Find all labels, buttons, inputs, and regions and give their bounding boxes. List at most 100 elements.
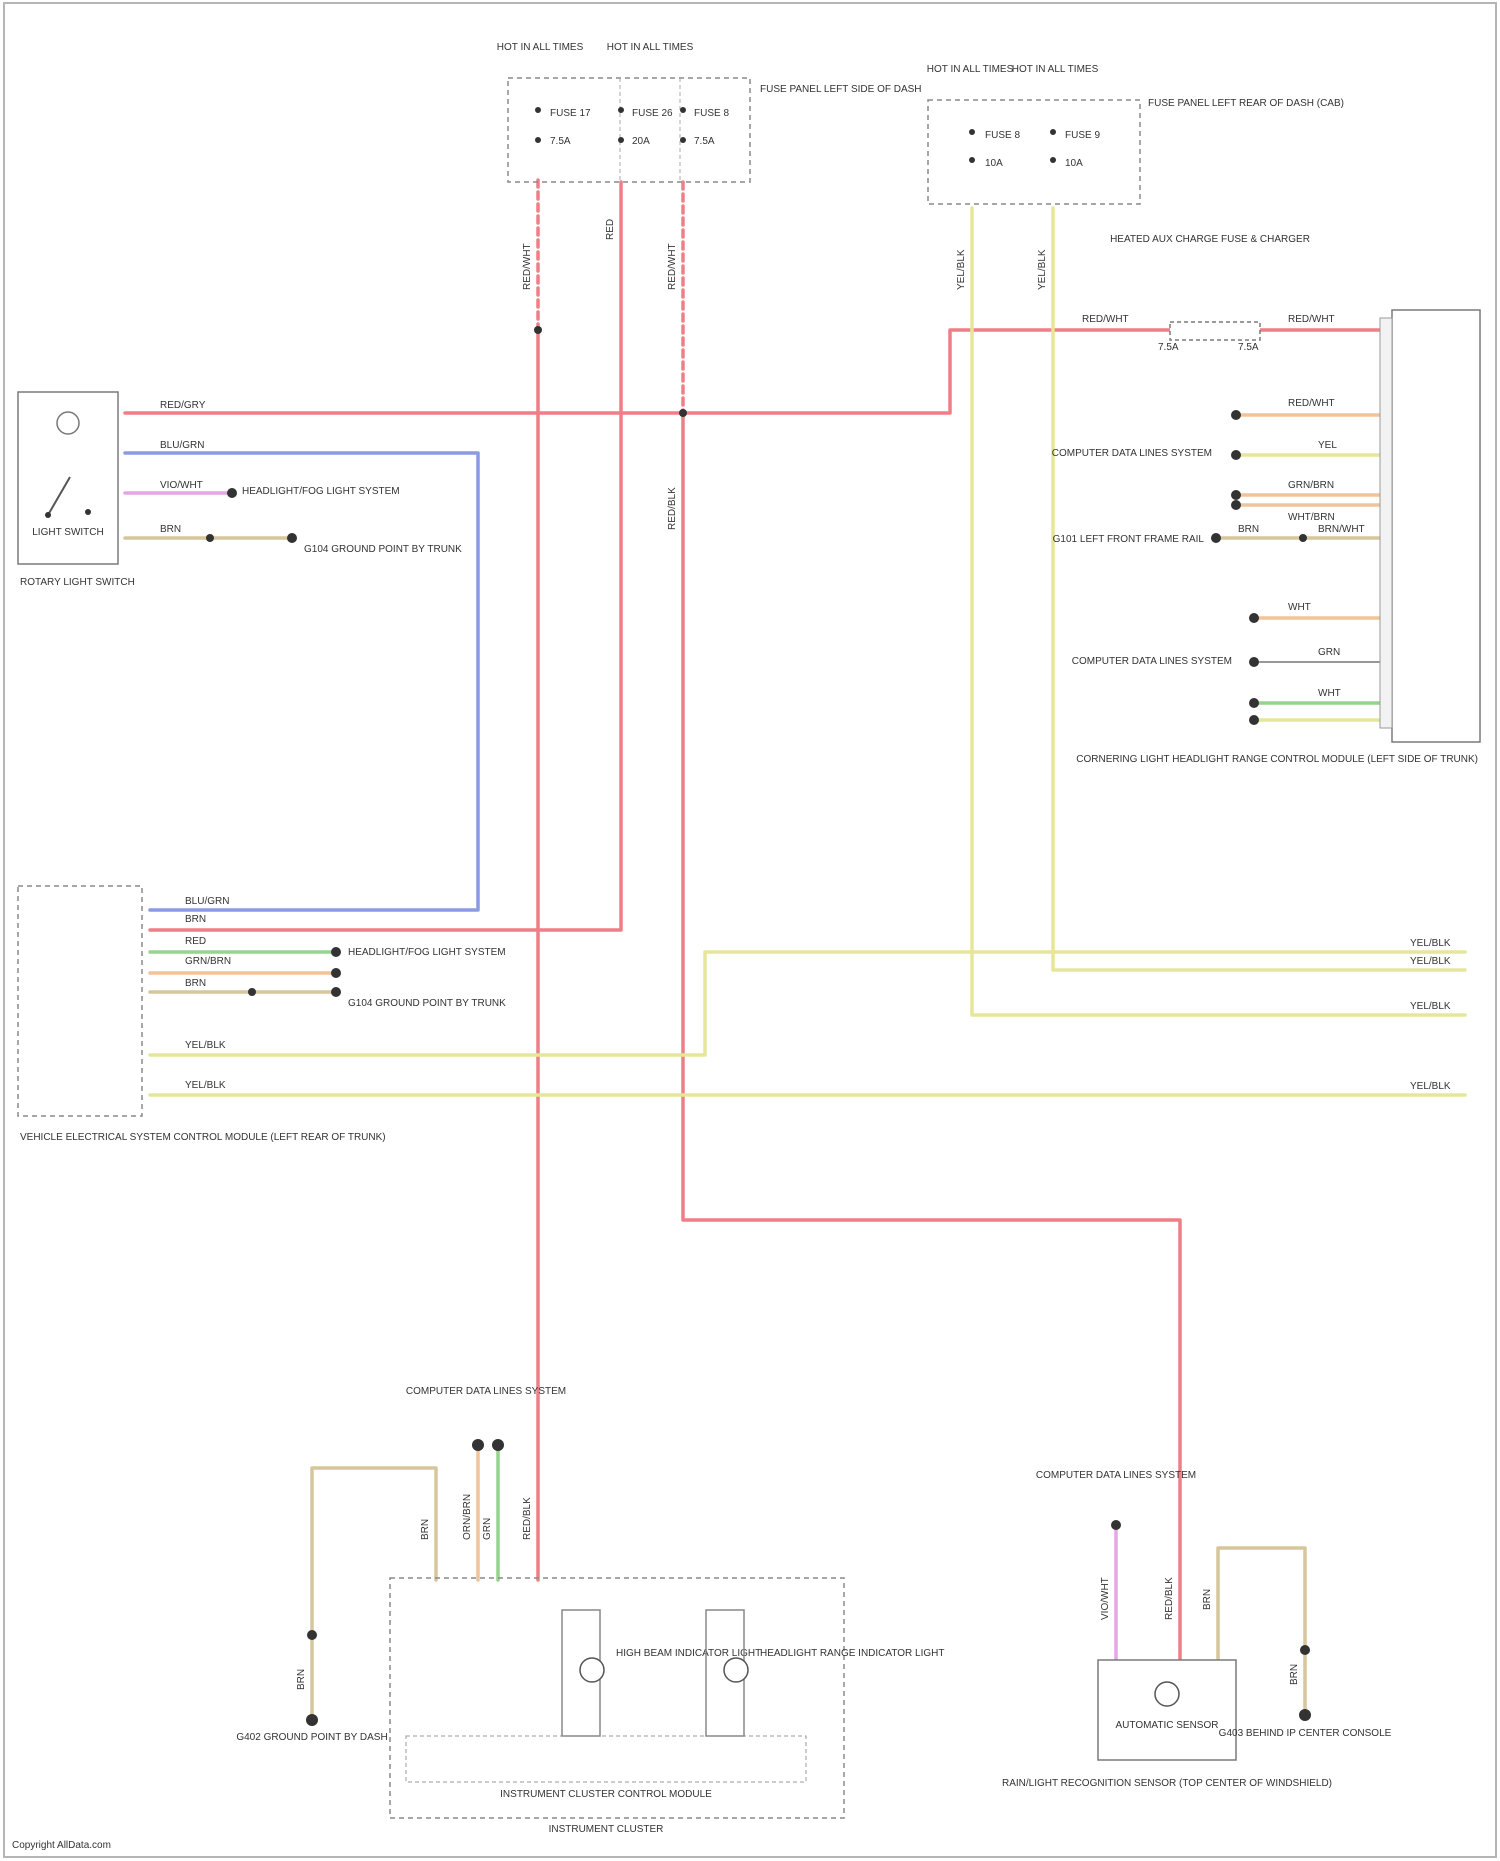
fuse-name: FUSE 9 xyxy=(1065,130,1100,141)
wire-label: RED/WHT xyxy=(1082,314,1129,325)
fuse-rating: 20A xyxy=(632,136,650,147)
fuse-name: FUSE 8 xyxy=(694,108,729,119)
wire-label: YEL/BLK xyxy=(1410,1001,1451,1012)
component-label: INSTRUMENT CLUSTER xyxy=(549,1824,664,1835)
fuse-rating: 7.5A xyxy=(1238,342,1259,353)
fuse-rating: 7.5A xyxy=(550,136,571,147)
lamp-label: HIGH BEAM INDICATOR LIGHT xyxy=(616,1648,761,1659)
vehicle-electrical-module: VEHICLE ELECTRICAL SYSTEM CONTROL MODULE… xyxy=(18,886,506,1143)
fuse-name: FUSE 17 xyxy=(550,108,591,119)
wire-label: BRN xyxy=(1202,1589,1213,1610)
wire-label: YEL/BLK xyxy=(1037,249,1048,290)
wire-label: YEL/BLK xyxy=(1410,1081,1451,1092)
connector-dot xyxy=(1249,613,1259,623)
connector-dot xyxy=(227,488,237,498)
wire-label: VIO/WHT xyxy=(160,480,203,491)
wire-label: BRN xyxy=(1289,1664,1300,1685)
rotary-light-switch: LIGHT SWITCH ROTARY LIGHT SWITCH RED/GRY… xyxy=(18,392,462,588)
connector-dot xyxy=(1231,410,1241,420)
wire-label: WHT xyxy=(1318,688,1341,699)
connector-dot xyxy=(1231,500,1241,510)
reference-label: G104 GROUND POINT BY TRUNK xyxy=(304,544,462,555)
wire-label: GRN/BRN xyxy=(185,956,231,967)
inline-fuse-label: HEATED AUX CHARGE FUSE & CHARGER xyxy=(1110,234,1310,245)
wire-label: BRN xyxy=(420,1519,431,1540)
connector-pins xyxy=(1380,318,1392,728)
fuse-rating: 10A xyxy=(985,158,1003,169)
connector-dot xyxy=(307,1630,317,1640)
ground-dot xyxy=(306,1714,318,1726)
ground-label: G403 BEHIND IP CENTER CONSOLE xyxy=(1219,1728,1392,1739)
wire-label: VIO/WHT xyxy=(1100,1577,1111,1620)
junction xyxy=(1299,534,1307,542)
wire-label: BRN xyxy=(185,914,206,925)
reference-label: HEADLIGHT/FOG LIGHT SYSTEM xyxy=(348,947,506,958)
cluster-module-label: INSTRUMENT CLUSTER CONTROL MODULE xyxy=(500,1789,712,1800)
connector-dot xyxy=(1231,490,1241,500)
junction xyxy=(206,534,214,542)
wire-label: YEL/BLK xyxy=(185,1080,226,1091)
reference-label: COMPUTER DATA LINES SYSTEM xyxy=(1036,1470,1196,1481)
wire-label: GRN xyxy=(1318,647,1340,658)
connector-dot xyxy=(1300,1645,1310,1655)
wire-label: YEL/BLK xyxy=(1410,956,1451,967)
wire-label: WHT xyxy=(1288,602,1311,613)
connector-dot xyxy=(1249,657,1259,667)
wire-label: RED xyxy=(185,936,206,947)
wire-label: RED/WHT xyxy=(667,243,678,290)
wire-ground-brown-loop xyxy=(312,1468,436,1635)
connector-dot xyxy=(1249,715,1259,725)
wire-label: YEL/BLK xyxy=(956,249,967,290)
connector-dot xyxy=(492,1439,504,1451)
wire-label: YEL/BLK xyxy=(185,1040,226,1051)
power-label: HOT IN ALL TIMES xyxy=(497,42,584,53)
component-label: ROTARY LIGHT SWITCH xyxy=(20,577,135,588)
connector-dot xyxy=(331,947,341,957)
fuse-rating: 7.5A xyxy=(694,136,715,147)
fuse-panel-label: FUSE PANEL LEFT SIDE OF DASH xyxy=(760,84,922,95)
reference-label: COMPUTER DATA LINES SYSTEM xyxy=(1052,448,1212,459)
lamp-icon xyxy=(724,1658,748,1682)
fuse-panel-right: HOT IN ALL TIMES HOT IN ALL TIMES FUSE 8… xyxy=(927,64,1344,204)
cluster-control-module xyxy=(406,1736,806,1782)
connector-dot xyxy=(472,1439,484,1451)
connector-dot xyxy=(1231,450,1241,460)
junction xyxy=(534,326,542,334)
sensor-inner-label: AUTOMATIC SENSOR xyxy=(1116,1720,1219,1731)
lamp-icon xyxy=(580,1658,604,1682)
fuse-name: FUSE 8 xyxy=(985,130,1020,141)
copyright-footer: Copyright AllData.com xyxy=(12,1840,111,1851)
connector-dot xyxy=(331,987,341,997)
wire-switch-to-inline-fuse xyxy=(125,330,1170,413)
wire-label: WHT/BRN xyxy=(1288,512,1335,523)
reference-label: HEADLIGHT/FOG LIGHT SYSTEM xyxy=(242,486,400,497)
fuse-rating: 7.5A xyxy=(1158,342,1179,353)
component-label: RAIN/LIGHT RECOGNITION SENSOR (TOP CENTE… xyxy=(1002,1778,1332,1789)
power-label: HOT IN ALL TIMES xyxy=(927,64,1014,75)
wire-label: RED/BLK xyxy=(667,487,678,530)
wire-label: YEL/BLK xyxy=(1410,938,1451,949)
power-label: HOT IN ALL TIMES xyxy=(1012,64,1099,75)
component-label: VEHICLE ELECTRICAL SYSTEM CONTROL MODULE… xyxy=(20,1132,386,1143)
wire-label: RED/GRY xyxy=(160,400,206,411)
connector-dot xyxy=(1211,533,1221,543)
connector-dot xyxy=(1111,1520,1121,1530)
power-label: HOT IN ALL TIMES xyxy=(607,42,694,53)
connector-dot xyxy=(1249,698,1259,708)
fuse-panel-label: FUSE PANEL LEFT REAR OF DASH (CAB) xyxy=(1148,98,1344,109)
reference-label: COMPUTER DATA LINES SYSTEM xyxy=(1072,656,1232,667)
ground-label: G402 GROUND POINT BY DASH xyxy=(236,1732,387,1743)
wire-label: RED/BLK xyxy=(1164,1577,1175,1620)
wire-label: BLU/GRN xyxy=(160,440,204,451)
wire-label: RED/WHT xyxy=(522,243,533,290)
wire-label: BRN/WHT xyxy=(1318,524,1365,535)
fuse-panel-left: HOT IN ALL TIMES HOT IN ALL TIMES FUSE 1… xyxy=(497,42,922,182)
inline-fuse: HEATED AUX CHARGE FUSE & CHARGER 7.5A 7.… xyxy=(1110,234,1310,353)
wire-label: ORN/BRN xyxy=(462,1494,473,1540)
wire-label: GRN xyxy=(482,1518,493,1540)
component-label: CORNERING LIGHT HEADLIGHT RANGE CONTROL … xyxy=(1076,754,1478,765)
wire-label: BLU/GRN xyxy=(185,896,229,907)
instrument-cluster: INSTRUMENT CLUSTER CONTROL MODULE INSTRU… xyxy=(390,1386,944,1835)
wire-label: RED/WHT xyxy=(1288,314,1335,325)
